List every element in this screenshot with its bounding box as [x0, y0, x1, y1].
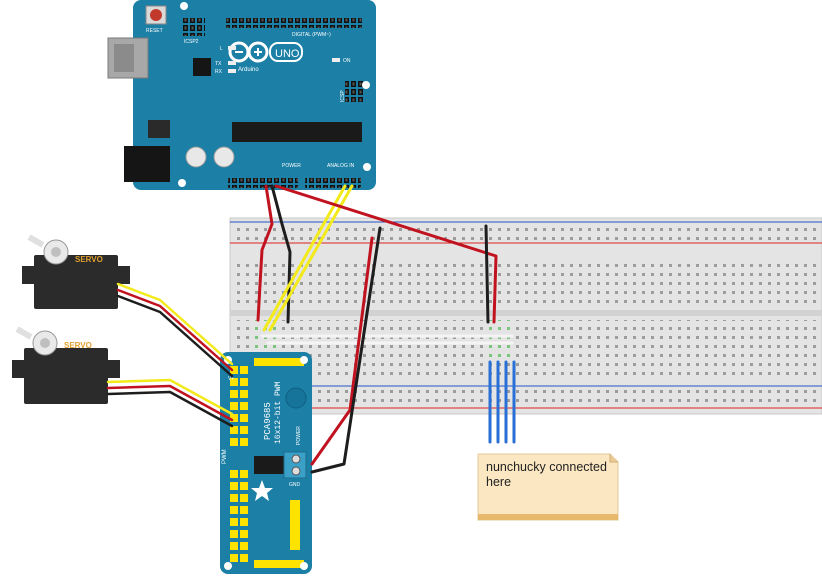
reset-button — [145, 5, 167, 25]
pwm-subtitle: 16x12-bit PWM — [274, 381, 283, 444]
adafruit-star-icon — [251, 480, 273, 501]
pwm-gnd-label: GND — [289, 482, 301, 488]
servo-2-black-wire — [106, 390, 234, 428]
arduino-5v-red-wire — [256, 184, 274, 322]
pwm-title: PCA9685 — [263, 402, 273, 440]
on-led-label: ON — [343, 58, 351, 64]
long-red-wire — [274, 184, 498, 324]
arduino-scl-yellow-wire — [268, 184, 354, 332]
pwm-bottom-header — [254, 560, 304, 568]
pwm-label: PWM — [222, 449, 228, 464]
digital-label: DIGITAL (PWM~) — [292, 32, 331, 38]
servo-1-black-wire — [116, 294, 234, 378]
pwm-right-header — [290, 500, 300, 550]
rx-led-label: RX — [215, 69, 223, 75]
model-label: UNO — [275, 48, 300, 60]
wires — [106, 184, 516, 474]
usb-chip — [193, 58, 211, 76]
l-led — [228, 46, 236, 50]
pwm-top-header — [254, 358, 304, 366]
servo-1-red-wire — [116, 288, 234, 372]
l-led-label: L — [220, 46, 223, 52]
servo-1-yellow-wire — [116, 282, 234, 366]
analog-label: ANALOG IN — [327, 163, 355, 169]
power-header — [228, 178, 298, 188]
reset-label: RESET — [146, 28, 163, 34]
icsp-header — [345, 80, 365, 102]
servo-motor-1: SERVO — [22, 234, 130, 309]
arduino-logo — [228, 41, 303, 63]
tx-led — [228, 61, 236, 65]
icsp2-label: ICSP2 — [184, 39, 199, 45]
arduino-sda-yellow-wire — [262, 184, 347, 332]
servo-motor-2: SERVO — [12, 326, 120, 404]
atmega-chip — [232, 122, 362, 142]
servo-2-red-wire — [106, 384, 234, 422]
icsp-label: ICSP — [340, 90, 346, 102]
power-terminal-block — [283, 451, 307, 479]
on-led — [332, 58, 340, 62]
servo-2-label: SERVO — [64, 341, 92, 350]
pca9685-chip — [254, 456, 286, 474]
pwm-pin-headers — [230, 366, 248, 562]
digital-header — [226, 18, 362, 28]
pwm-black-power-wire — [310, 226, 382, 474]
icsp2-header — [183, 18, 205, 36]
arduino-uno-board: RESET ICSP2 DIGITAL (PWM~) UNO Arduino L… — [107, 0, 376, 190]
power-label: POWER — [282, 163, 301, 169]
right-black-wire — [484, 224, 490, 324]
brand-label: Arduino — [238, 67, 259, 73]
breadboard — [229, 217, 822, 415]
analog-header — [305, 178, 361, 188]
pwm-red-power-wire — [310, 236, 374, 466]
pwm-v-label: V+ — [228, 376, 234, 382]
servo-2-yellow-wire — [106, 378, 234, 416]
pwm-power-label: POWER — [296, 426, 302, 445]
servo-1-label: SERVO — [75, 255, 103, 264]
pca9685-pwm-board: PCA9685 16x12-bit PWM POWER GND V+ PWM — [220, 352, 312, 574]
rx-led — [228, 69, 236, 73]
note-text: nunchucky connected here — [486, 460, 607, 489]
sticky-note — [477, 453, 619, 521]
tx-led-label: TX — [215, 61, 222, 67]
